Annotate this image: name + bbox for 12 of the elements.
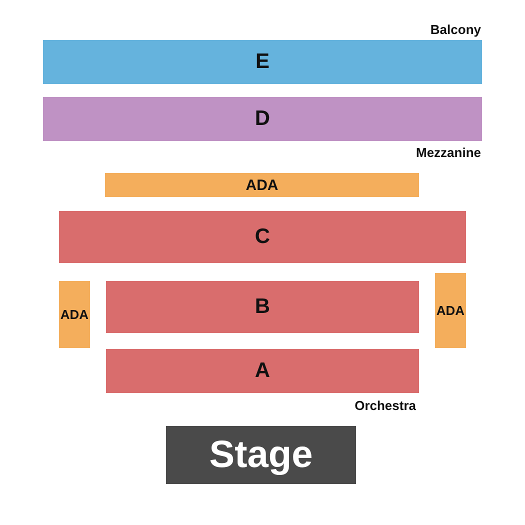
accessible-seating-area: ADA xyxy=(435,273,466,348)
level-label: Mezzanine xyxy=(416,145,481,160)
seating-section: D xyxy=(43,97,482,141)
seating-section: E xyxy=(43,40,482,84)
seating-section: A xyxy=(106,349,419,393)
stage-area: Stage xyxy=(166,426,356,484)
seating-section: B xyxy=(106,281,419,333)
accessible-seating-area: ADA xyxy=(105,173,419,197)
accessible-seating-area: ADA xyxy=(59,281,90,348)
seating-section: C xyxy=(59,211,466,263)
level-label: Orchestra xyxy=(354,398,416,413)
level-label: Balcony xyxy=(430,22,481,37)
